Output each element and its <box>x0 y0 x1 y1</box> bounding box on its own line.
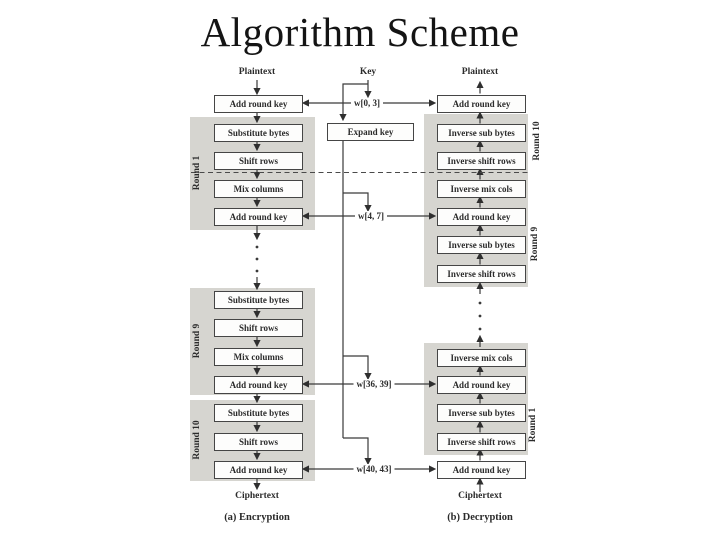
dec-box-inverse-mix-cols: Inverse mix cols <box>437 180 526 198</box>
enc-box-substitute-bytes: Substitute bytes <box>214 124 303 142</box>
enc-box-shift-rows: Shift rows <box>214 433 303 451</box>
enc-round10-label: Round 10 <box>192 420 202 460</box>
dec-caption: (b) Decryption <box>447 512 513 523</box>
w0-3-label: w[0, 3] <box>351 98 383 108</box>
dec-box-inverse-shift-rows: Inverse shift rows <box>437 265 526 283</box>
w36-39-label: w[36, 39] <box>353 379 395 389</box>
enc-box-mix-columns: Mix columns <box>214 180 303 198</box>
dec-round10-label: Round 10 <box>532 121 542 161</box>
enc-caption: (a) Encryption <box>224 512 290 523</box>
enc-box-substitute-bytes: Substitute bytes <box>214 291 303 309</box>
enc-box-substitute-bytes: Substitute bytes <box>214 404 303 422</box>
dec-round10-9-region <box>424 114 528 287</box>
dec-box-add-round-key: Add round key <box>437 376 526 394</box>
dec-box-inverse-shift-rows: Inverse shift rows <box>437 152 526 170</box>
dec-ellipsis-dots <box>478 301 482 331</box>
page-title: Algorithm Scheme <box>200 9 520 55</box>
dec-round1-label: Round 1 <box>528 407 538 443</box>
w40-43-label: w[40, 43] <box>353 464 395 474</box>
enc-ellipsis-dots <box>255 245 259 273</box>
enc-box-add-round-key: Add round key <box>214 376 303 394</box>
enc-box-mix-columns: Mix columns <box>214 348 303 366</box>
w4-7-label: w[4, 7] <box>355 211 387 221</box>
enc-plaintext-label: Plaintext <box>238 67 276 77</box>
expand-key-box: Expand key <box>327 123 414 141</box>
enc-ciphertext-label: Ciphertext <box>235 491 279 501</box>
enc-box-shift-rows: Shift rows <box>214 152 303 170</box>
dec-box-add-round-key: Add round key <box>437 461 526 479</box>
enc-box-shift-rows: Shift rows <box>214 319 303 337</box>
dec-box-inverse-sub-bytes: Inverse sub bytes <box>437 236 526 254</box>
enc-box-add-round-key: Add round key <box>214 208 303 226</box>
dec-box-inverse-sub-bytes: Inverse sub bytes <box>437 124 526 142</box>
enc-box-add-round-key: Add round key <box>214 461 303 479</box>
dec-box-inverse-mix-cols: Inverse mix cols <box>437 349 526 367</box>
enc-box-add-round-key: Add round key <box>214 95 303 113</box>
dec-box-inverse-shift-rows: Inverse shift rows <box>437 433 526 451</box>
dec-box-inverse-sub-bytes: Inverse sub bytes <box>437 404 526 422</box>
enc-round9-label: Round 9 <box>192 323 202 359</box>
dec-round9-label: Round 9 <box>530 226 540 262</box>
dec-plaintext-label: Plaintext <box>461 67 499 77</box>
dec-ciphertext-label: Ciphertext <box>458 491 502 501</box>
dec-box-add-round-key: Add round key <box>437 208 526 226</box>
key-label: Key <box>359 67 377 77</box>
enc-round1-label: Round 1 <box>192 155 202 191</box>
dec-box-add-round-key: Add round key <box>437 95 526 113</box>
